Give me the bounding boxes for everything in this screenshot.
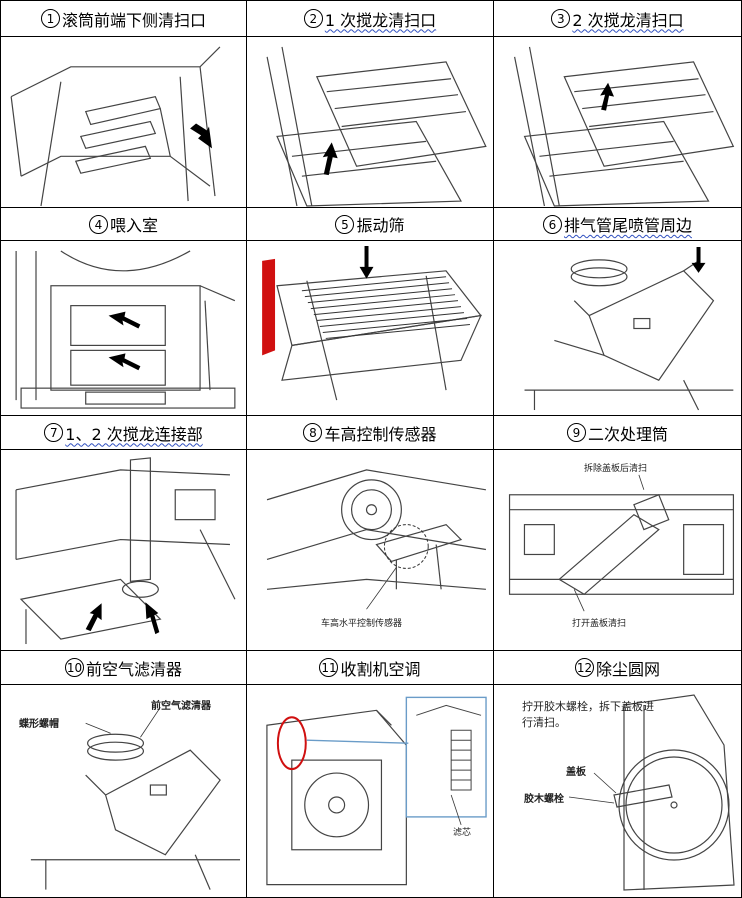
height-sensor-drawing [266,469,487,610]
sensor-label: 车高水平控制传感器 [321,619,403,629]
dust-screen-drawing [568,694,735,891]
circled-number: 3 [551,9,571,28]
arrow-icon [108,311,141,329]
circled-number: 2 [303,9,323,28]
circled-number: 4 [88,214,108,234]
image-exhaust-tailpipe [494,241,741,416]
image-feeder-house [1,241,247,416]
exhaust-drawing [524,246,734,411]
cover-label: 盖板 [566,767,586,778]
arrow-icon [600,82,615,111]
header-title: 车高控制传感器 [324,424,437,444]
header-title: 收割机空调 [340,659,421,679]
circled-number: 8 [303,423,323,442]
circled-number: 12 [574,658,594,677]
red-panel [262,258,276,356]
instruction-note: 拧开胶木螺栓，拆下盖板进行清扫。 [522,700,654,729]
circled-number: 1 [40,9,60,28]
arrow-icon [108,353,141,371]
air-conditioner-drawing [266,696,487,886]
header-title: 二次处理筒 [587,424,668,444]
air-filter-label: 前空气滤清器 [151,701,211,712]
image-auger2-cleanout [494,37,741,208]
image-front-air-filter: 前空气滤清器 蝶形螺帽 [1,685,247,897]
auger1-drawing [266,46,487,207]
header-title: 前空气滤清器 [85,659,182,679]
arrow-icon [359,245,374,279]
circled-number: 7 [44,423,64,442]
image-air-conditioner: 滤芯 [247,685,494,897]
circled-number: 11 [319,658,339,677]
circled-number: 9 [566,423,586,442]
vibrating-sieve-drawing [262,245,482,401]
image-height-sensor: 车高水平控制传感器 [247,450,494,651]
auger-junction-drawing [15,457,236,645]
filter-element-label: 滤芯 [453,828,472,838]
arrow-icon [190,123,212,149]
header-title: 除尘圆网 [595,659,660,679]
header-title: 1、2 次搅龙连接部 [65,424,203,444]
arrow-icon [145,602,160,635]
image-vibrating-sieve [247,241,494,416]
header-title: 排气管尾喷管周边 [563,216,692,235]
circled-number: 6 [542,214,562,234]
header-title: 滚筒前端下侧清扫口 [61,10,206,30]
arrow-icon [691,246,706,273]
header-title: 2 次搅龙清扫口 [572,10,684,30]
arrow-icon [322,142,338,176]
image-drum-front-cleanout [1,37,247,208]
air-filter-drawing [30,707,241,890]
red-highlight-ellipse [276,716,307,771]
feeder-house-drawing [15,250,236,409]
image-dust-screen: 拧开胶木螺栓，拆下盖板进行清扫。 盖板 胶木螺栓 [494,685,741,897]
auger2-drawing [514,46,735,207]
arrow-icon [85,603,102,632]
top-label: 拆除盖板后清扫 [584,464,648,474]
secondary-treatment-drawing [508,474,735,612]
circled-number: 5 [335,214,355,234]
image-secondary-treatment: 拆除盖板后清扫 打开盖板清扫 [494,450,741,651]
image-auger-junction [1,450,247,651]
circled-number: 10 [64,658,84,677]
dashed-circle [383,524,429,569]
bolt-label: 胶木螺栓 [524,794,564,805]
header-title: 1 次搅龙清扫口 [324,10,437,30]
image-auger1-cleanout [247,37,494,208]
wing-nut-label: 蝶形螺帽 [19,719,59,730]
drum-front-drawing [10,46,221,207]
bottom-label: 打开盖板清扫 [572,619,627,629]
header-title: 喂入室 [109,216,158,235]
header-title: 振动筛 [356,216,405,235]
detail-inset [405,696,487,818]
